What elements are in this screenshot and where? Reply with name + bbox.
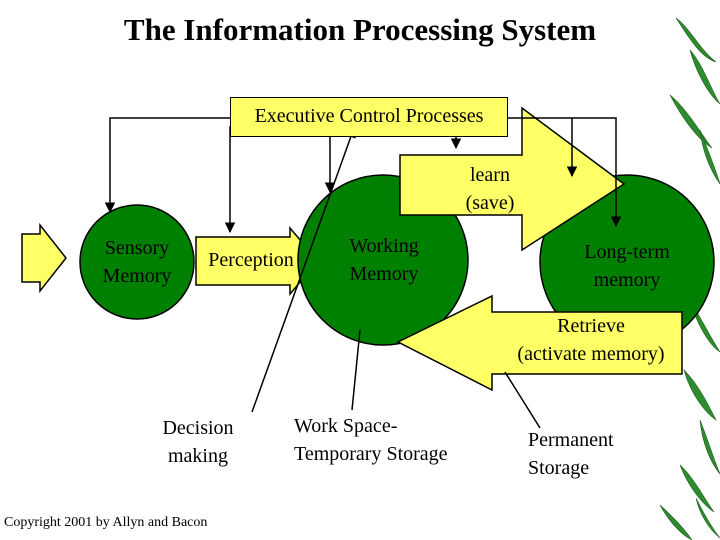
working-memory-label: Working Memory [322,232,446,288]
decision-pointer-line [251,127,356,413]
exec-to-sensory-line [104,117,230,214]
executive-control-connectors [104,117,622,234]
annotation-pointers [251,127,541,429]
learn-label: learn (save) [440,161,540,217]
work-space-line-1: Work Space- [294,415,398,437]
retrieve-line-2: (activate memory) [517,343,665,365]
long-term-memory-line-1: Long-term [584,241,670,263]
retrieve-arrow[interactable] [396,294,683,392]
permanent-storage-label: Permanent Storage [528,426,658,482]
work-space-line-2: Temporary Storage [294,443,448,465]
slide-title: The Information Processing System [123,12,597,47]
long-term-memory-line-2: memory [593,269,661,291]
executive-control-box[interactable]: Executive Control Processes [230,97,508,137]
learn-arrow[interactable] [399,106,626,252]
decision-making-label: Decision making [148,414,248,470]
bamboo-foliage-decoration [659,17,720,540]
long-term-memory-label: Long-term memory [564,238,690,294]
permanent-line-2: Storage [528,457,590,479]
working-memory-circle[interactable] [297,174,469,346]
sensory-memory-line-1: Sensory [104,237,170,259]
permanent-line-1: Permanent [528,429,614,451]
workspace-pointer-line [351,329,361,411]
working-memory-line-1: Working [349,235,419,257]
retrieve-label: Retrieve (activate memory) [500,312,682,368]
permanent-pointer-line [504,371,541,429]
decision-line-2: making [168,445,228,467]
exec-to-retrieve-line [508,117,622,228]
decision-line-1: Decision [162,417,234,439]
retrieve-line-1: Retrieve [557,315,625,337]
work-space-label: Work Space- Temporary Storage [294,412,494,468]
sensory-memory-circle[interactable] [79,204,195,320]
learn-line-2: (save) [465,192,515,214]
input-arrow [21,222,67,294]
copyright-notice: Copyright 2001 by Allyn and Bacon [4,515,208,530]
learn-line-1: learn [470,164,510,186]
working-memory-line-2: Memory [349,263,419,285]
sensory-memory-line-2: Memory [102,265,172,287]
sensory-memory-label: Sensory Memory [80,234,194,290]
perception-label: Perception [208,249,294,271]
